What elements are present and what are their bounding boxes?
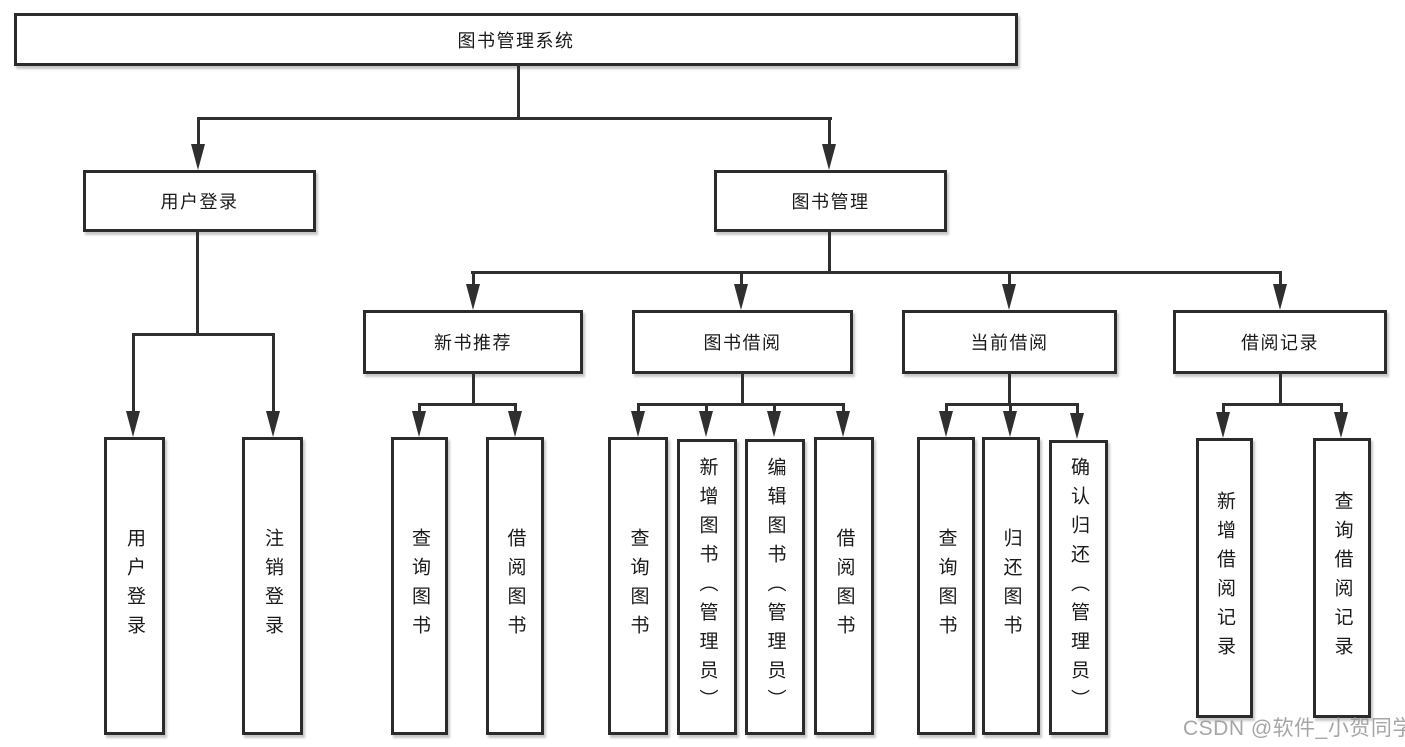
- connector-line: [1008, 372, 1011, 405]
- arrow-down-icon: [1216, 412, 1230, 438]
- connector-line: [828, 117, 831, 147]
- leaf-query-borrow-record: 查询借阅记录: [1313, 438, 1371, 718]
- arrow-down-icon: [1334, 412, 1348, 438]
- node-user-login: 用户登录: [83, 170, 316, 232]
- connector-line: [741, 372, 744, 405]
- node-book-management-label: 图书管理: [791, 192, 870, 212]
- leaf-query-books-current: 查询图书: [917, 437, 975, 735]
- connector-line: [637, 403, 845, 406]
- node-book-borrowing: 图书借阅: [632, 310, 853, 374]
- connector-line: [945, 403, 1079, 406]
- arrow-down-icon: [508, 411, 522, 437]
- arrow-down-icon: [836, 411, 850, 437]
- connector-line: [471, 271, 1282, 274]
- arrow-down-icon: [822, 144, 836, 170]
- arrow-down-icon: [1070, 413, 1084, 439]
- connector-line: [1340, 403, 1343, 415]
- arrow-down-icon: [1002, 284, 1016, 310]
- leaf-return-books-label: 归还图书: [1000, 528, 1022, 644]
- node-borrowing-records: 借阅记录: [1173, 310, 1387, 374]
- connector-line: [418, 403, 421, 415]
- connector-line: [1009, 403, 1012, 415]
- arrow-down-icon: [466, 284, 480, 310]
- connector-line: [132, 333, 135, 413]
- connector-line: [514, 403, 517, 415]
- node-current-borrowing-label: 当前借阅: [970, 333, 1049, 353]
- connector-line: [1279, 372, 1282, 405]
- leaf-query-books-borrowing-label: 查询图书: [627, 528, 649, 644]
- arrow-down-icon: [1273, 284, 1287, 310]
- connector-line: [1222, 403, 1225, 415]
- leaf-add-books-admin-label: 新增图书（管理员）: [696, 456, 718, 718]
- connector-line: [132, 333, 275, 336]
- connector-line: [773, 403, 776, 415]
- leaf-borrow-books-recommend-label: 借阅图书: [504, 528, 526, 644]
- node-book-management: 图书管理: [714, 170, 947, 232]
- leaf-query-books-current-label: 查询图书: [935, 528, 957, 644]
- arrow-down-icon: [126, 411, 140, 437]
- node-new-book-recommend-label: 新书推荐: [434, 333, 512, 353]
- arrow-down-icon: [412, 411, 426, 437]
- connector-line: [197, 117, 832, 120]
- connector-line: [637, 403, 640, 415]
- connector-line: [740, 271, 743, 287]
- leaf-confirm-return-admin: 确认归还（管理员）: [1049, 440, 1108, 735]
- leaf-logout-label: 注销登录: [262, 528, 283, 644]
- arrow-down-icon: [734, 284, 748, 310]
- connector-line: [517, 64, 520, 119]
- arrow-down-icon: [1003, 411, 1017, 437]
- csdn-watermark: CSDN @软件_小贺同学: [1183, 717, 1405, 740]
- connector-line: [272, 333, 275, 413]
- arrow-down-icon: [767, 411, 781, 437]
- arrow-down-icon: [191, 144, 205, 170]
- node-library-system: 图书管理系统: [14, 13, 1018, 66]
- leaf-edit-books-admin: 编辑图书（管理员）: [745, 439, 805, 735]
- connector-line: [945, 403, 948, 415]
- node-borrowing-records-label: 借阅记录: [1241, 333, 1319, 353]
- arrow-down-icon: [631, 411, 645, 437]
- leaf-query-books-recommend: 查询图书: [391, 437, 448, 735]
- arrow-down-icon: [266, 411, 280, 437]
- connector-line: [1222, 403, 1343, 406]
- leaf-user-login: 用户登录: [104, 437, 165, 735]
- leaf-confirm-return-admin-label: 确认归还（管理员）: [1068, 457, 1089, 718]
- leaf-add-borrow-record-label: 新增借阅记录: [1214, 491, 1235, 665]
- connector-line: [1279, 271, 1282, 287]
- connector-line: [828, 230, 831, 274]
- leaf-add-borrow-record: 新增借阅记录: [1196, 438, 1253, 718]
- connector-line: [705, 403, 708, 415]
- leaf-borrow-books-borrowing-label: 借阅图书: [833, 528, 855, 644]
- connector-line: [472, 372, 475, 405]
- node-library-system-label: 图书管理系统: [457, 30, 575, 51]
- arrow-down-icon: [699, 411, 713, 437]
- leaf-query-books-borrowing: 查询图书: [608, 437, 668, 735]
- leaf-borrow-books-borrowing: 借阅图书: [814, 437, 874, 735]
- connector-line: [196, 230, 199, 336]
- connector-line: [472, 271, 475, 287]
- leaf-borrow-books-recommend: 借阅图书: [486, 437, 544, 735]
- leaf-query-books-recommend-label: 查询图书: [409, 528, 430, 644]
- connector-line: [197, 117, 200, 147]
- node-new-book-recommend: 新书推荐: [363, 310, 583, 374]
- leaf-user-login-label: 用户登录: [124, 528, 145, 644]
- arrow-down-icon: [939, 411, 953, 437]
- connector-line: [1076, 403, 1079, 415]
- node-current-borrowing: 当前借阅: [902, 310, 1117, 374]
- leaf-query-borrow-record-label: 查询借阅记录: [1331, 491, 1353, 665]
- node-book-borrowing-label: 图书借阅: [703, 333, 782, 353]
- node-user-login-label: 用户登录: [160, 192, 239, 212]
- leaf-add-books-admin: 新增图书（管理员）: [677, 439, 737, 735]
- leaf-return-books: 归还图书: [982, 437, 1040, 735]
- connector-line: [1008, 271, 1011, 287]
- connector-line: [842, 403, 845, 415]
- leaf-edit-books-admin-label: 编辑图书（管理员）: [764, 456, 786, 718]
- leaf-logout: 注销登录: [242, 437, 303, 735]
- connector-line: [418, 403, 517, 406]
